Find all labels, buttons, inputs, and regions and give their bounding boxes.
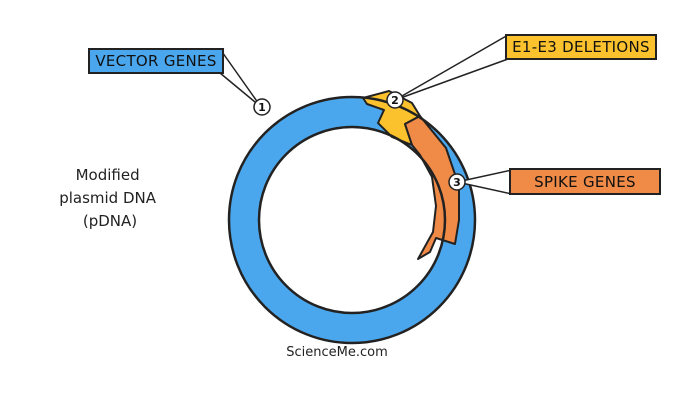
marker-1-number: 1 <box>258 101 266 114</box>
plasmid-caption: Modified plasmid DNA (pDNA) <box>59 166 161 230</box>
label-vector-genes: VECTOR GENES <box>95 52 216 70</box>
callout-vector-genes: VECTOR GENES 1 <box>88 48 271 116</box>
credit-text: ScienceMe.com <box>286 345 388 360</box>
label-box-vector-genes <box>88 48 224 74</box>
label-spike-genes: SPIKE GENES <box>534 173 636 191</box>
marker-3 <box>448 173 466 191</box>
caption-line-1: Modified <box>76 166 140 184</box>
callout-pointer-1 <box>219 48 262 108</box>
marker-3-number: 3 <box>453 176 461 189</box>
ring-outer-outline <box>227 95 477 345</box>
marker-2 <box>386 91 404 109</box>
callout-deletions: E1-E3 DELETIONS 2 <box>386 34 657 109</box>
callout-spike-genes: SPIKE GENES 3 <box>448 168 661 195</box>
caption-line-2: plasmid DNA <box>59 189 157 207</box>
label-box-deletions <box>505 34 657 60</box>
marker-2-number: 2 <box>391 94 399 107</box>
label-deletions: E1-E3 DELETIONS <box>512 38 650 56</box>
label-box-spike-genes <box>509 168 661 195</box>
caption-line-3: (pDNA) <box>83 212 137 230</box>
ring-inner-outline <box>257 125 447 315</box>
callout-pointer-2 <box>394 34 509 101</box>
marker-1 <box>253 98 271 116</box>
